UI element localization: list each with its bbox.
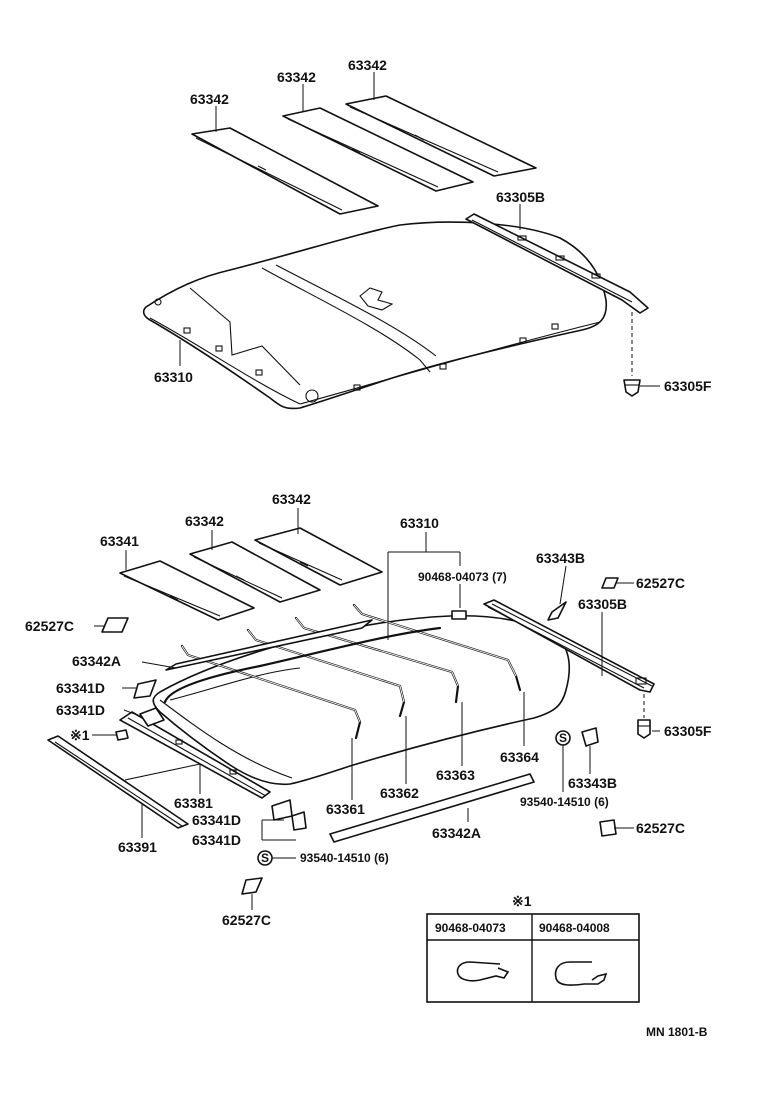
trim-63391-label: 63391 — [118, 839, 157, 855]
top-headliner-label: 63310 — [154, 369, 193, 385]
screw-right-symbol: S — [559, 731, 567, 745]
bottom-wires — [163, 603, 522, 740]
bottom-clip-b-lower-label: 63343B — [568, 775, 617, 791]
top-pad-middle — [282, 107, 474, 192]
clip-legend-table: ※1 90468-04073 90468-04008 — [426, 893, 640, 1003]
bottom-clip-b-upper — [547, 601, 567, 621]
bottom-pad-right-label: 63342 — [272, 491, 311, 507]
bottom-strip-a-upper-label: 63342A — [72, 653, 121, 669]
bottom-clip-b-upper-label: 63343B — [536, 550, 585, 566]
bottom-clip-b-lower — [581, 727, 599, 747]
top-rail — [465, 213, 649, 314]
bottom-ref-mark-label: ※1 — [70, 727, 90, 743]
bottom-screw-left-label: 93540-14510 (6) — [300, 851, 389, 865]
top-pad-left — [191, 127, 379, 215]
bottom-pad-middle — [189, 541, 321, 603]
bottom-fastener-left-label: 62527C — [25, 618, 74, 634]
bottom-rail-label: 63305B — [578, 596, 627, 612]
bottom-headliner-label: 63310 — [400, 515, 439, 531]
bottom-clip-f-label: 63305F — [664, 723, 712, 739]
bottom-small-parts — [101, 577, 619, 895]
top-pad-right-label: 63342 — [348, 57, 387, 73]
bottom-pad-right — [254, 527, 383, 586]
bottom-pad-middle-label: 63342 — [185, 513, 224, 529]
footer-code: MN 1801-B — [646, 1025, 708, 1039]
legend-title: ※1 — [512, 893, 532, 909]
wire-63364-label: 63364 — [500, 749, 539, 765]
bottom-screw-right-label: 93540-14510 (6) — [520, 795, 609, 809]
screw-left-symbol: S — [261, 851, 269, 865]
bottom-rail — [483, 599, 655, 693]
bottom-fastener-lower-right-label: 62527C — [636, 820, 685, 836]
bottom-strip-a-lower — [329, 773, 535, 843]
top-pad-right — [345, 95, 537, 177]
wire-63361-label: 63361 — [326, 801, 365, 817]
bottom-clip-note-label: 90468-04073 (7) — [418, 570, 507, 584]
bottom-clip-7 — [451, 610, 467, 620]
bottom-trim-391 — [47, 735, 189, 829]
legend-col2-part: 90468-04008 — [539, 921, 610, 935]
bottom-fastener-bottom-label: 62527C — [222, 912, 271, 928]
top-clip-label: 63305F — [664, 378, 712, 394]
bottom-patch-d2-label: 63341D — [56, 702, 105, 718]
bottom-strip-a-lower-label: 63342A — [432, 825, 481, 841]
bottom-fastener-upper-right-label: 62527C — [636, 575, 685, 591]
bottom-patch-d3-label: 63341D — [192, 812, 241, 828]
wire-63363-label: 63363 — [436, 767, 475, 783]
clip-04073-icon — [456, 961, 510, 982]
bottom-pad-left-label: 63341 — [100, 533, 139, 549]
screw-left: S — [257, 850, 273, 866]
top-pad-middle-label: 63342 — [277, 69, 316, 85]
trim-63381-label: 63381 — [174, 795, 213, 811]
bottom-patch-d1-label: 63341D — [56, 680, 105, 696]
bottom-patch-d4-label: 63341D — [192, 832, 241, 848]
bottom-strip-a-upper — [165, 619, 373, 671]
screw-right: S — [555, 730, 571, 746]
wire-63362-label: 63362 — [380, 785, 419, 801]
top-headliner — [142, 221, 608, 410]
top-clip — [623, 312, 641, 397]
legend-col1-part: 90468-04073 — [435, 921, 506, 935]
clip-04008-icon — [554, 961, 608, 986]
bottom-pad-left — [119, 560, 255, 621]
bottom-clip-f — [637, 694, 651, 739]
top-pad-left-label: 63342 — [190, 91, 229, 107]
bottom-trim-381 — [119, 711, 271, 799]
top-rail-label: 63305B — [496, 189, 545, 205]
